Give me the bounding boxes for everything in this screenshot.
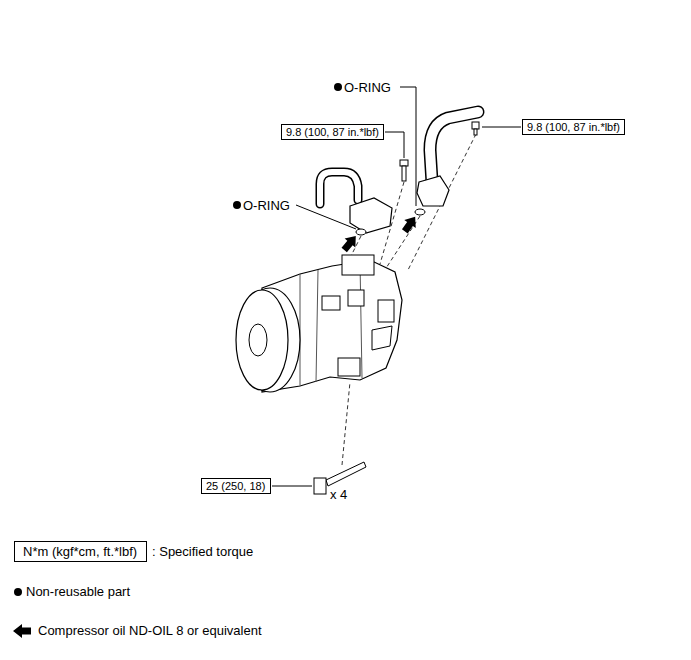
part-name: O-RING <box>344 80 391 95</box>
legend-text: : Specified torque <box>152 544 253 559</box>
legend-torque-box: N*m (kgf*cm, ft.*lbf) <box>14 541 147 562</box>
legend-text: Compressor oil ND-OIL 8 or equivalent <box>38 623 262 638</box>
torque-box: 9.8 (100, 87 in.*lbf) <box>281 124 384 140</box>
torque-box: 9.8 (100, 87 in.*lbf) <box>522 119 625 135</box>
leader-line <box>272 486 312 487</box>
leader-line <box>482 127 521 128</box>
torque-value: 9.8 (100, 87 in.*lbf) <box>527 121 620 133</box>
part-name: O-RING <box>243 198 290 213</box>
torque-value: 25 (250, 18) <box>206 480 265 492</box>
legend-text: Non-reusable part <box>26 584 130 599</box>
leader-line <box>385 132 404 158</box>
torque-value: 9.8 (100, 87 in.*lbf) <box>286 126 379 138</box>
torque-value: N*m (kgf*cm, ft.*lbf) <box>23 544 137 559</box>
quantity-label: x 4 <box>330 487 347 502</box>
torque-box: 25 (250, 18) <box>201 478 271 494</box>
